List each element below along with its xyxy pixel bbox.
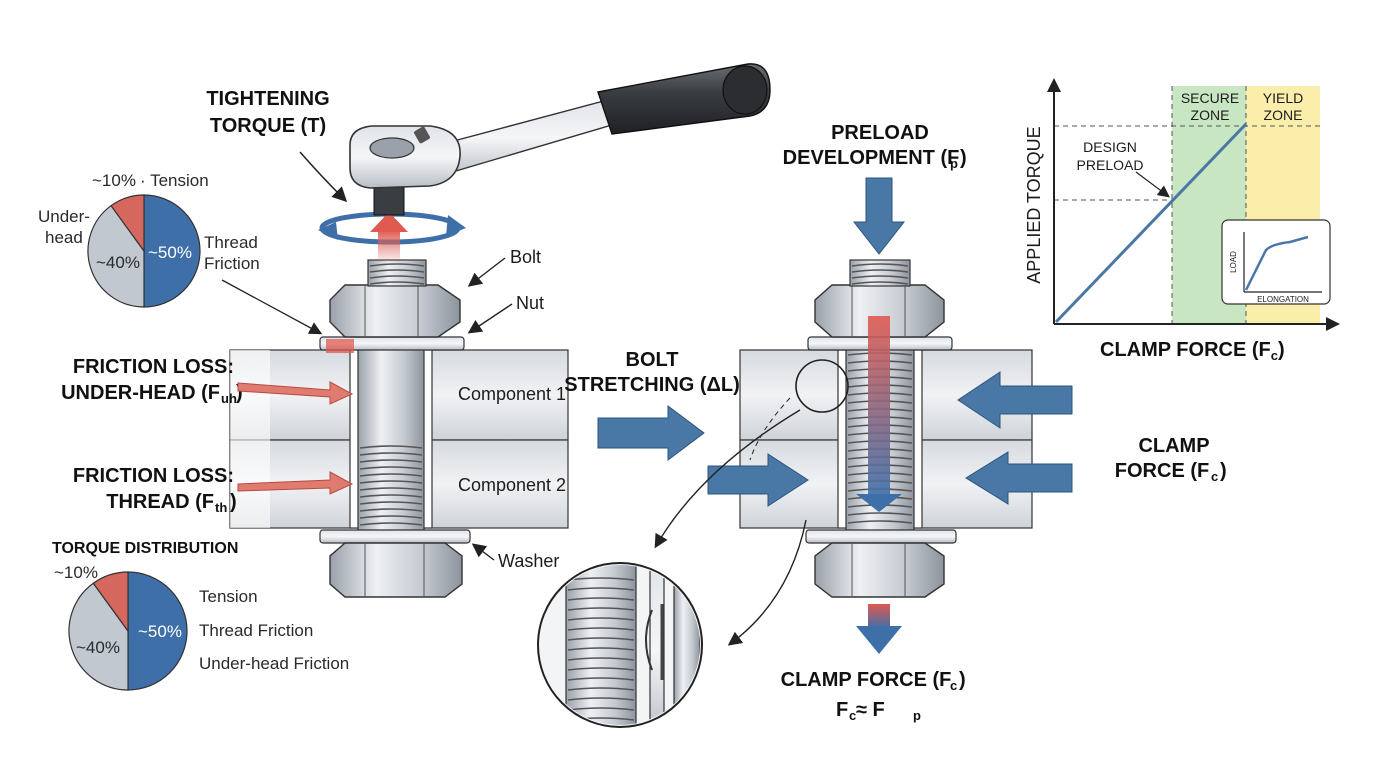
pie-bottom-tension-pct: ~10% [54,563,98,582]
legend-underhead-friction: Under-head Friction [199,654,349,673]
secure-zone-line2: ZONE [1191,107,1230,123]
pie-top-slice-under-head [87,204,145,308]
design-preload-line1: DESIGN [1083,139,1137,155]
bottom-washer [319,529,471,544]
inset-y-label: LOAD [1229,251,1238,273]
clamp-arrow-right-bottom [965,451,1073,505]
zoom-detail [537,562,703,728]
clamp-force-label: CLAMP FORCE (F [781,669,952,691]
preload-label-close: ) [960,147,967,169]
preload-label-line1: PRELOAD [831,122,929,144]
preload-label-sub: p [950,156,958,171]
friction-underhead-line1: FRICTION LOSS: [73,356,234,378]
component2-label: Component 2 [458,475,566,495]
torque-input-arrow [378,230,400,262]
torque-clamp-chart: SECURE ZONE YIELD ZONE DESIGN PRELOAD AP… [1024,78,1340,363]
nut [329,284,461,338]
washer-label: Washer [498,551,559,571]
clamp-arrow-left [707,453,809,507]
torque-wrench [349,63,771,189]
nut-label: Nut [516,293,544,313]
pie-bottom-thread-pct: ~50% [138,622,182,641]
friction-thread-close: ) [230,491,237,513]
pie-bottom-slice-thread-friction [127,571,188,691]
secure-zone-line1: SECURE [1181,90,1239,106]
design-preload-line2: PRELOAD [1077,157,1144,173]
pie-top-thread-line2: Friction [204,254,260,273]
torque-line [1054,122,1248,324]
magnifier-origin [795,359,849,413]
pie-top: ~10% · Tension Under- head ~40% ~50% Thr… [38,171,260,308]
clamp-force-sub: c [950,678,957,693]
preload-arrow [852,177,906,255]
left-assembly [229,184,569,598]
equation-sub-p: p [913,708,921,723]
legend-thread-friction: Thread Friction [199,621,313,640]
clamp-force-close: ) [959,669,966,691]
bolt-head [329,542,463,598]
bolt-label: Bolt [510,247,541,267]
friction-underhead-sub: uh [221,391,237,406]
equation-f: F [836,699,848,721]
equation-mid: ≈ F [856,699,885,721]
yield-zone-line1: YIELD [1263,90,1303,106]
friction-thread-line2: THREAD (F [106,491,214,513]
distribution-title: TORQUE DISTRIBUTION [52,540,238,557]
friction-thread-sub: th [215,500,227,515]
center-assembly [654,259,1073,654]
clamp-force-right-sub: c [1211,469,1218,484]
torque-leader-arrow [299,151,348,203]
torque-label-line1: TIGHTENING [206,88,329,110]
preload-tension-arrow [868,316,890,496]
pie-top-slice-tension [110,194,145,253]
stretch-arrow [597,405,705,461]
underhead-friction-arrow [237,381,354,405]
pie-top-tension-label: · Tension [140,171,209,190]
stretch-label-line2: STRETCHING (ΔL) [564,374,739,396]
force-equation: F c ≈ F p [836,699,921,723]
clamp-force-right-close: ) [1220,460,1227,482]
pie-top-tension-pct: ~10% [92,171,136,190]
clamp-force-right-line2: FORCE (F [1115,460,1209,482]
pie-top-thread-line1: Thread [204,233,258,252]
friction-underhead-close: ) [236,382,243,404]
bolt-shank [357,344,425,536]
friction-thread-line1: FRICTION LOSS: [73,465,234,487]
legend-tension: Tension [199,587,258,606]
stretch-label-line1: BOLT [626,349,679,371]
inset-x-label: ELONGATION [1257,295,1309,304]
pie-top-slice-thread-friction [143,194,201,308]
pie-top-underhead-line2: head [45,228,83,247]
clamp-force-right-line1: CLAMP [1138,435,1209,457]
torque-label-line2: TORQUE (T) [210,115,326,137]
underhead-friction-glow [326,339,354,353]
pie-bottom-slice-tension [92,571,129,633]
pie-bottom-slice-under-head-friction [68,582,129,691]
bolt-thread [359,445,423,526]
pie-top-underhead-line1: Under- [38,207,90,226]
thread-friction-arrow [237,471,354,495]
chart-y-label: APPLIED TORQUE [1024,126,1044,283]
chart-x-label: CLAMP FORCE (Fc) [1100,339,1285,363]
preload-label-line2: DEVELOPMENT (F [783,147,960,169]
clamp-arrow-right-top [957,371,1073,429]
yield-zone-line2: ZONE [1264,107,1303,123]
pie-bottom: ~10% ~40% ~50% Tension Thread Friction U… [54,563,349,691]
component1-label: Component 1 [458,384,566,404]
friction-underhead-line2: UNDER-HEAD (F [61,382,220,404]
pie-bottom-underhead-pct: ~40% [76,638,120,657]
pie-top-thread-pct: ~50% [148,243,192,262]
equation-sub-c: c [849,708,856,723]
pie-top-underhead-pct: ~40% [96,253,140,272]
